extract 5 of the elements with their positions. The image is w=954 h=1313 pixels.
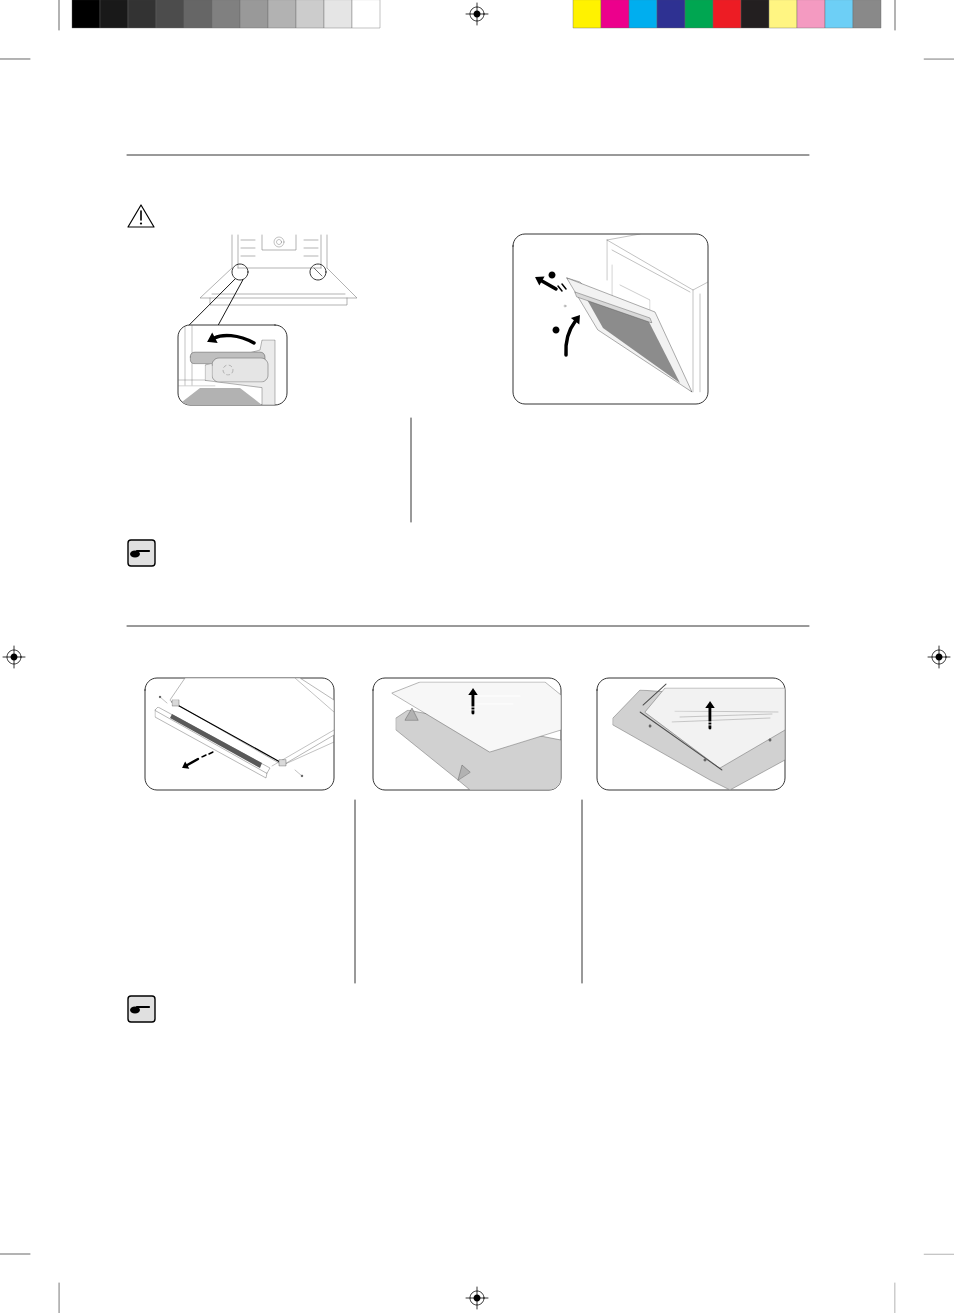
leader-line [189,278,236,326]
hinge-drawing [177,324,288,406]
callout-circle [231,263,249,281]
callout-circle [309,263,327,281]
leader-line [218,279,244,326]
